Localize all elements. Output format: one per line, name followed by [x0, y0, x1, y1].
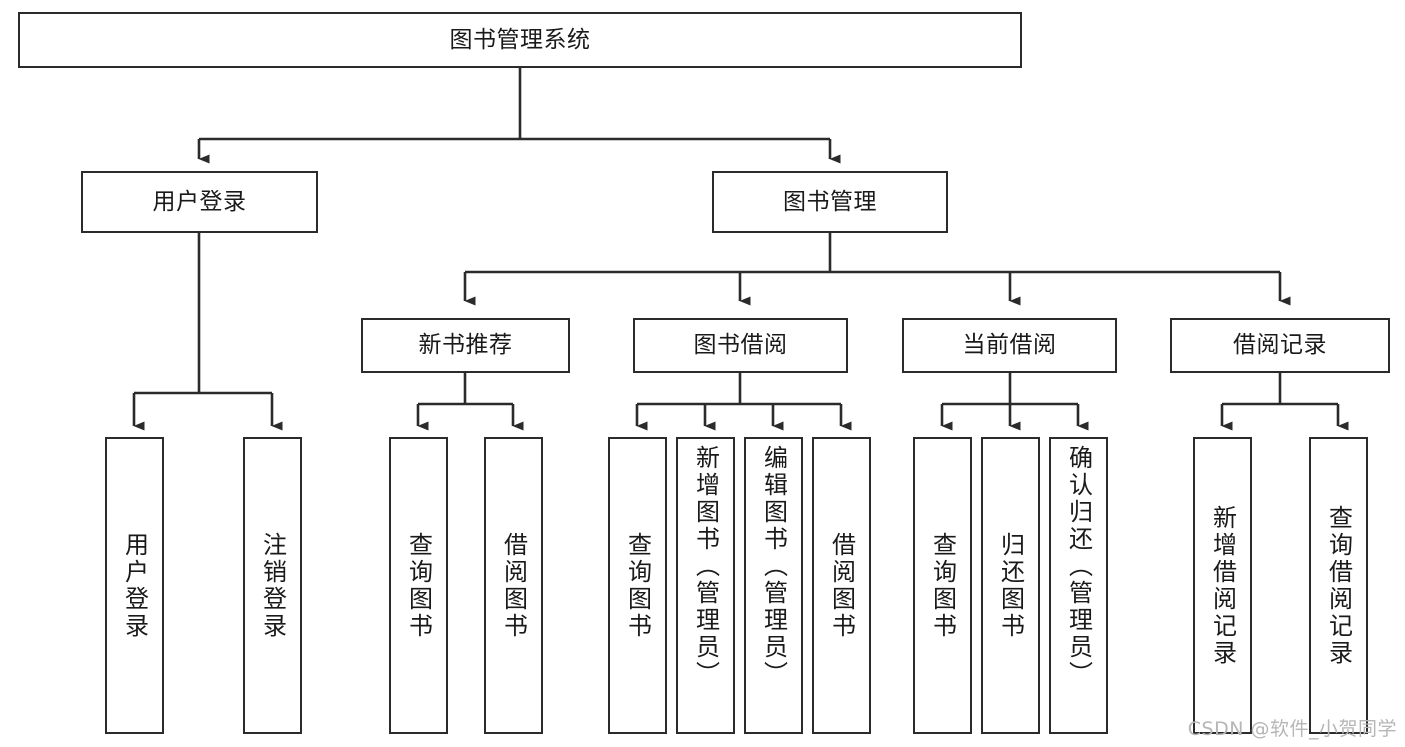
node-book-manage[interactable]: 图书管理	[712, 171, 948, 233]
node-leaf-confirm-return-label: 确认归还（管理员）	[1064, 445, 1093, 688]
node-leaf-query-book-3[interactable]: 查询图书	[913, 437, 972, 734]
node-leaf-add-record[interactable]: 新增借阅记录	[1193, 437, 1252, 734]
node-leaf-return-book[interactable]: 归还图书	[981, 437, 1040, 734]
node-leaf-borrow-book-1-label: 借阅图书	[499, 531, 528, 640]
node-leaf-add-book[interactable]: 新增图书（管理员）	[676, 437, 735, 734]
node-leaf-user-login[interactable]: 用户登录	[105, 437, 164, 734]
node-leaf-query-book-1[interactable]: 查询图书	[389, 437, 448, 734]
node-leaf-edit-book[interactable]: 编辑图书（管理员）	[744, 437, 803, 734]
node-leaf-add-record-label: 新增借阅记录	[1208, 504, 1237, 667]
node-leaf-borrow-book-2[interactable]: 借阅图书	[812, 437, 871, 734]
node-leaf-query-book-2[interactable]: 查询图书	[608, 437, 667, 734]
node-leaf-query-book-1-label: 查询图书	[404, 531, 433, 640]
node-new-book-rec[interactable]: 新书推荐	[361, 318, 570, 373]
node-leaf-return-book-label: 归还图书	[996, 531, 1025, 640]
watermark-text: CSDN @软件_小贺同学	[1187, 718, 1397, 740]
node-book-borrow[interactable]: 图书借阅	[633, 318, 848, 373]
node-leaf-user-login-label: 用户登录	[120, 531, 149, 640]
node-leaf-query-book-3-label: 查询图书	[928, 531, 957, 640]
node-leaf-logout-label: 注销登录	[258, 531, 287, 640]
node-user-login[interactable]: 用户登录	[81, 171, 318, 233]
node-leaf-borrow-book-1[interactable]: 借阅图书	[484, 437, 543, 734]
node-leaf-query-book-2-label: 查询图书	[623, 531, 652, 640]
node-root[interactable]: 图书管理系统	[18, 12, 1022, 68]
node-current-borrow-label: 当前借阅	[962, 332, 1057, 359]
node-leaf-query-record-label: 查询借阅记录	[1324, 504, 1353, 667]
node-book-manage-label: 图书管理	[783, 188, 877, 215]
node-current-borrow[interactable]: 当前借阅	[902, 318, 1117, 373]
node-leaf-edit-book-label: 编辑图书（管理员）	[759, 445, 788, 688]
node-leaf-add-book-label: 新增图书（管理员）	[691, 445, 720, 688]
node-leaf-borrow-book-2-label: 借阅图书	[827, 531, 856, 640]
node-root-label: 图书管理系统	[449, 26, 591, 53]
node-book-borrow-label: 图书借阅	[693, 332, 788, 359]
node-leaf-confirm-return[interactable]: 确认归还（管理员）	[1049, 437, 1108, 734]
node-user-login-label: 用户登录	[152, 188, 247, 215]
node-new-book-rec-label: 新书推荐	[418, 332, 513, 359]
node-borrow-record-label: 借阅记录	[1233, 332, 1327, 359]
node-leaf-logout[interactable]: 注销登录	[243, 437, 302, 734]
node-leaf-query-record[interactable]: 查询借阅记录	[1309, 437, 1368, 734]
node-borrow-record[interactable]: 借阅记录	[1170, 318, 1390, 373]
